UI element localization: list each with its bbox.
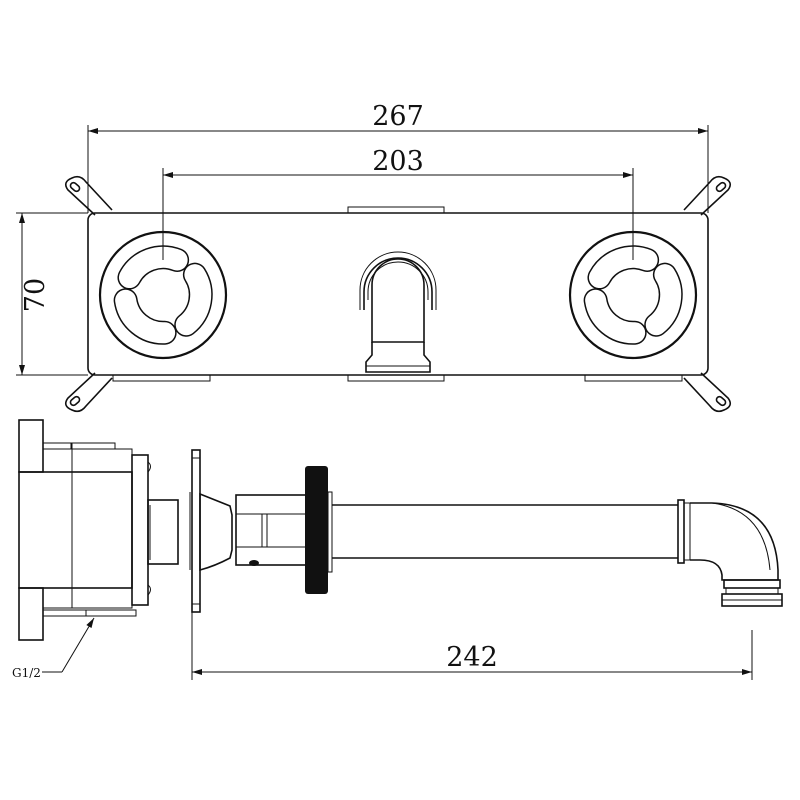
bottom-clip-left (112, 374, 211, 382)
thread-label: G1/2 (12, 666, 41, 680)
escutcheon (199, 492, 233, 572)
mounting-tabs (64, 175, 732, 413)
dimension-overall-width: 267 (87, 101, 709, 213)
dimension-label-242: 242 (446, 642, 498, 673)
front-view (64, 175, 732, 413)
dimension-label-203: 203 (372, 146, 424, 177)
left-handle (98, 230, 228, 360)
dimension-label-70: 70 (20, 278, 51, 312)
top-clip (347, 206, 445, 214)
spout-front (359, 251, 437, 373)
right-handle (568, 230, 698, 360)
dimension-handle-spacing: 203 (162, 146, 634, 260)
thread-callout: G1/2 (12, 617, 95, 680)
dimension-plate-height: 70 (16, 212, 88, 376)
dimension-spout-projection: 242 (191, 612, 753, 680)
knurled-ring (305, 466, 328, 594)
set-screw (249, 560, 259, 566)
valve-body (18, 419, 179, 641)
spout-pipe (332, 499, 783, 607)
wall-plate (191, 449, 201, 613)
cover-plate (87, 212, 709, 376)
bottom-clip-center (347, 374, 445, 382)
bottom-clip-right (584, 374, 683, 382)
spout-body (235, 494, 307, 566)
dimension-label-267: 267 (372, 101, 424, 132)
side-view (18, 419, 783, 641)
